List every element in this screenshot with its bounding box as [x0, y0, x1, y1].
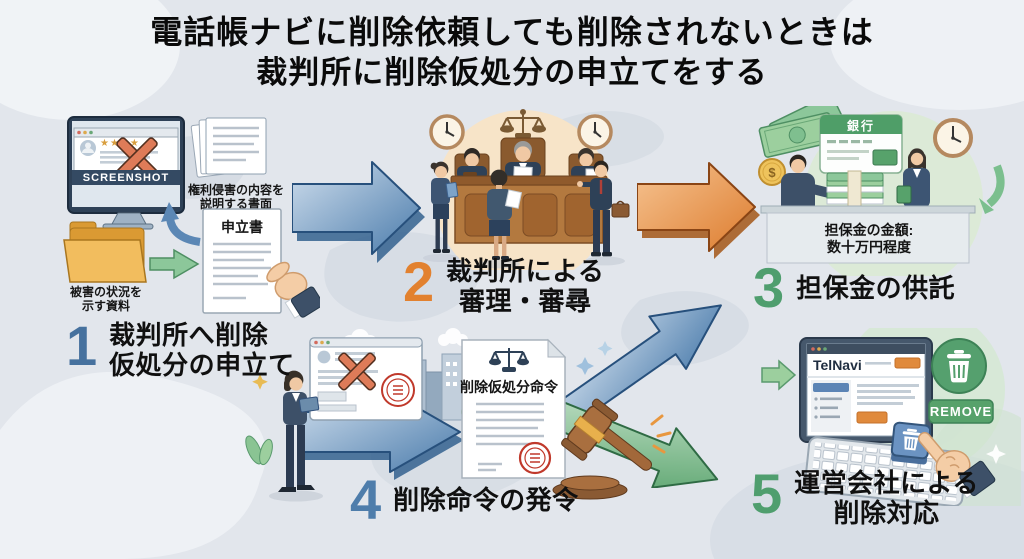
step5-label: 運営会社による 削除対応 — [794, 468, 979, 529]
page-title: 電話帳ナビに削除依頼しても削除されないときは 裁判所に削除仮処分の申立てをする — [0, 12, 1024, 93]
trash-icon — [931, 338, 987, 394]
deposit-amount-line2: 数十万円程度 — [827, 239, 912, 255]
clock-icon — [933, 118, 973, 158]
arrow-step2-to-step3 — [637, 162, 760, 259]
evidence-doc-label-line1: 権利侵害の内容を — [188, 182, 284, 197]
blue-curved-arrow-icon — [161, 202, 201, 246]
green-arrow-icon — [761, 359, 797, 391]
bank-counter — [760, 205, 976, 264]
screenshot-label: SCREENSHOT — [83, 172, 169, 184]
plant-icon — [245, 435, 273, 466]
step5-caption: 5 運営会社による 削除対応 — [751, 462, 979, 529]
step5-number: 5 — [751, 462, 783, 525]
order-title: 削除仮処分命令 — [460, 379, 559, 395]
clock-icon — [429, 114, 465, 150]
step2-illustration — [423, 109, 630, 270]
folder-label-line1: 被害の状況を — [70, 284, 142, 299]
bank-teller — [896, 148, 930, 208]
pointing-hand-icon — [918, 431, 996, 499]
sparkle-icon — [597, 341, 613, 356]
green-arrow-icon — [149, 248, 200, 280]
cash-stack-icon — [826, 170, 884, 207]
step3-caption: 3 担保金の供託 — [753, 256, 956, 319]
woman-with-tablet — [269, 370, 323, 502]
gavel-icon — [552, 398, 672, 500]
sparkle-icon — [252, 374, 268, 390]
evidence-doc-label-line2: 説明する書面 — [200, 196, 272, 211]
step3-number: 3 — [753, 256, 785, 319]
holding-hand-icon — [266, 261, 320, 319]
blocked-page-icon — [309, 337, 423, 421]
folder-icon — [63, 221, 147, 283]
step4-label: 削除命令の発令 — [393, 484, 579, 515]
step1-number: 1 — [66, 314, 98, 377]
arrow-step1-to-step2 — [292, 161, 425, 263]
step1-illustration: ★★★★ SCREENSHOT 権利侵害の内容を 説明する書面 被害の状況を 示… — [63, 116, 320, 319]
sparkle-icon — [986, 444, 1006, 464]
step4-illustration: 削除仮処分命令 — [245, 328, 672, 502]
red-seal-icon — [518, 441, 552, 475]
title-line-2: 裁判所に削除仮処分の申立てをする — [256, 54, 768, 90]
bank-sign: 銀行 — [846, 118, 875, 133]
green-curved-arrow-icon — [979, 164, 1005, 214]
title-line-1: 電話帳ナビに削除依頼しても削除されないときは — [150, 14, 874, 50]
dollar-coin-icon: $ — [758, 158, 786, 186]
clock-icon — [577, 114, 613, 150]
deposit-amount-line1: 担保金の金額: — [825, 222, 914, 238]
step2-caption: 2 裁判所による 審理・審尋 — [403, 250, 605, 317]
red-x-icon — [338, 352, 376, 391]
courtroom-bench-icon — [450, 175, 608, 244]
remove-label: REMOVE — [930, 404, 992, 419]
petition-document-icon: 申立書 — [202, 208, 282, 314]
folder-label-line2: 示す資料 — [81, 298, 130, 313]
petition-title: 申立書 — [221, 219, 263, 235]
delete-key-icon — [890, 421, 932, 465]
screenshot-monitor-icon: ★★★★ SCREENSHOT — [67, 116, 185, 230]
svg-text:$: $ — [768, 165, 776, 180]
evidence-papers-icon — [190, 117, 267, 178]
lawyer-center — [480, 169, 523, 269]
remove-badge: REMOVE — [928, 399, 994, 424]
step2-label: 裁判所による 審理・審尋 — [446, 256, 605, 317]
step3-label: 担保金の供託 — [796, 272, 956, 303]
judge-center — [505, 141, 541, 179]
site-name: TelNavi — [813, 357, 862, 373]
lawyer-right — [577, 160, 630, 266]
red-seal-icon — [381, 373, 415, 407]
scales-of-justice-icon — [500, 109, 546, 138]
sparkle-icon — [576, 357, 594, 375]
step1-caption: 1 裁判所へ削除 仮処分の申立て — [66, 314, 295, 381]
deletion-order-document: 削除仮処分命令 — [460, 338, 567, 479]
telnavi-laptop-icon: TelNavi — [799, 337, 933, 443]
step3-illustration: $ 銀行 — [758, 106, 1005, 276]
step5-illustration: TelNavi — [761, 328, 1021, 506]
step4-caption: 4 削除命令の発令 — [350, 468, 579, 531]
bank-card-icon: 銀行 — [819, 114, 903, 174]
step2-number: 2 — [403, 250, 435, 313]
lawyer-left — [423, 161, 459, 262]
scales-of-justice-icon — [489, 348, 529, 372]
step1-label: 裁判所へ削除 仮処分の申立て — [109, 320, 295, 381]
step4-number: 4 — [350, 468, 382, 531]
